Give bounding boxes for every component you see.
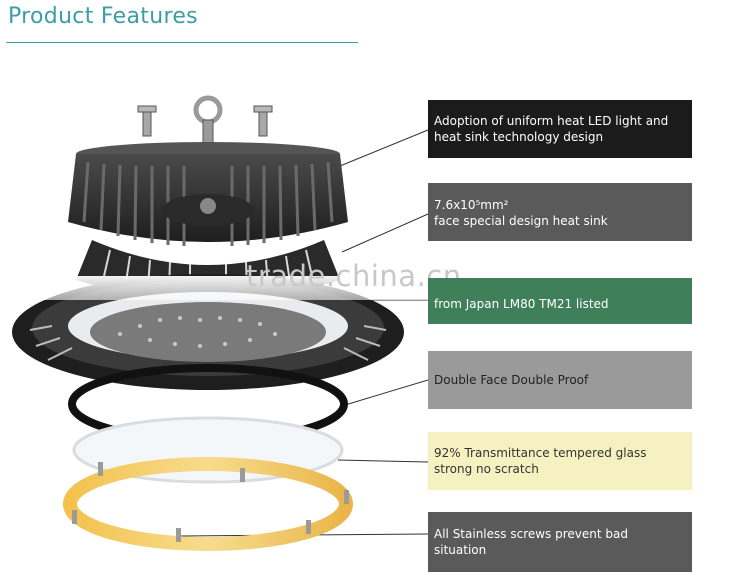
feature-box-tempered-glass: 92% Transmittance tempered glass strong … [428,432,692,490]
heat-sink-housing [68,142,348,246]
feature-box-double-proof: Double Face Double Proof [428,351,692,409]
page-title: Product Features [8,4,198,29]
mounting-eye-bolt [137,95,273,145]
feature-box-heat-design: Adoption of uniform heat LED light and h… [428,100,692,158]
watermark-text: trade.china.cn [246,259,462,293]
feature-box-heat-sink: 7.6x10⁵mm² face special design heat sink [428,183,692,241]
feature-text-line: 92% Transmittance tempered glass [434,446,647,460]
feature-text-line: 7.6x10⁵mm² [434,198,509,212]
feature-text-line: heat sink technology design [434,130,604,144]
feature-text-line: Adoption of uniform heat LED light and [434,114,669,128]
feature-text-line: face special design heat sink [434,214,608,228]
led-module [12,274,404,390]
stainless-screws [72,462,349,542]
feature-text-line: All Stainless screws prevent bad [434,527,628,541]
feature-text-line: Double Face Double Proof [434,373,589,387]
feature-text-line: situation [434,543,487,557]
feature-text-line: from Japan LM80 TM21 listed [434,297,609,311]
feature-box-stainless-screws: All Stainless screws prevent bad situati… [428,512,692,572]
title-underline [6,42,358,43]
feature-box-lm80: from Japan LM80 TM21 listed [428,278,692,324]
feature-text-line: strong no scratch [434,462,539,476]
